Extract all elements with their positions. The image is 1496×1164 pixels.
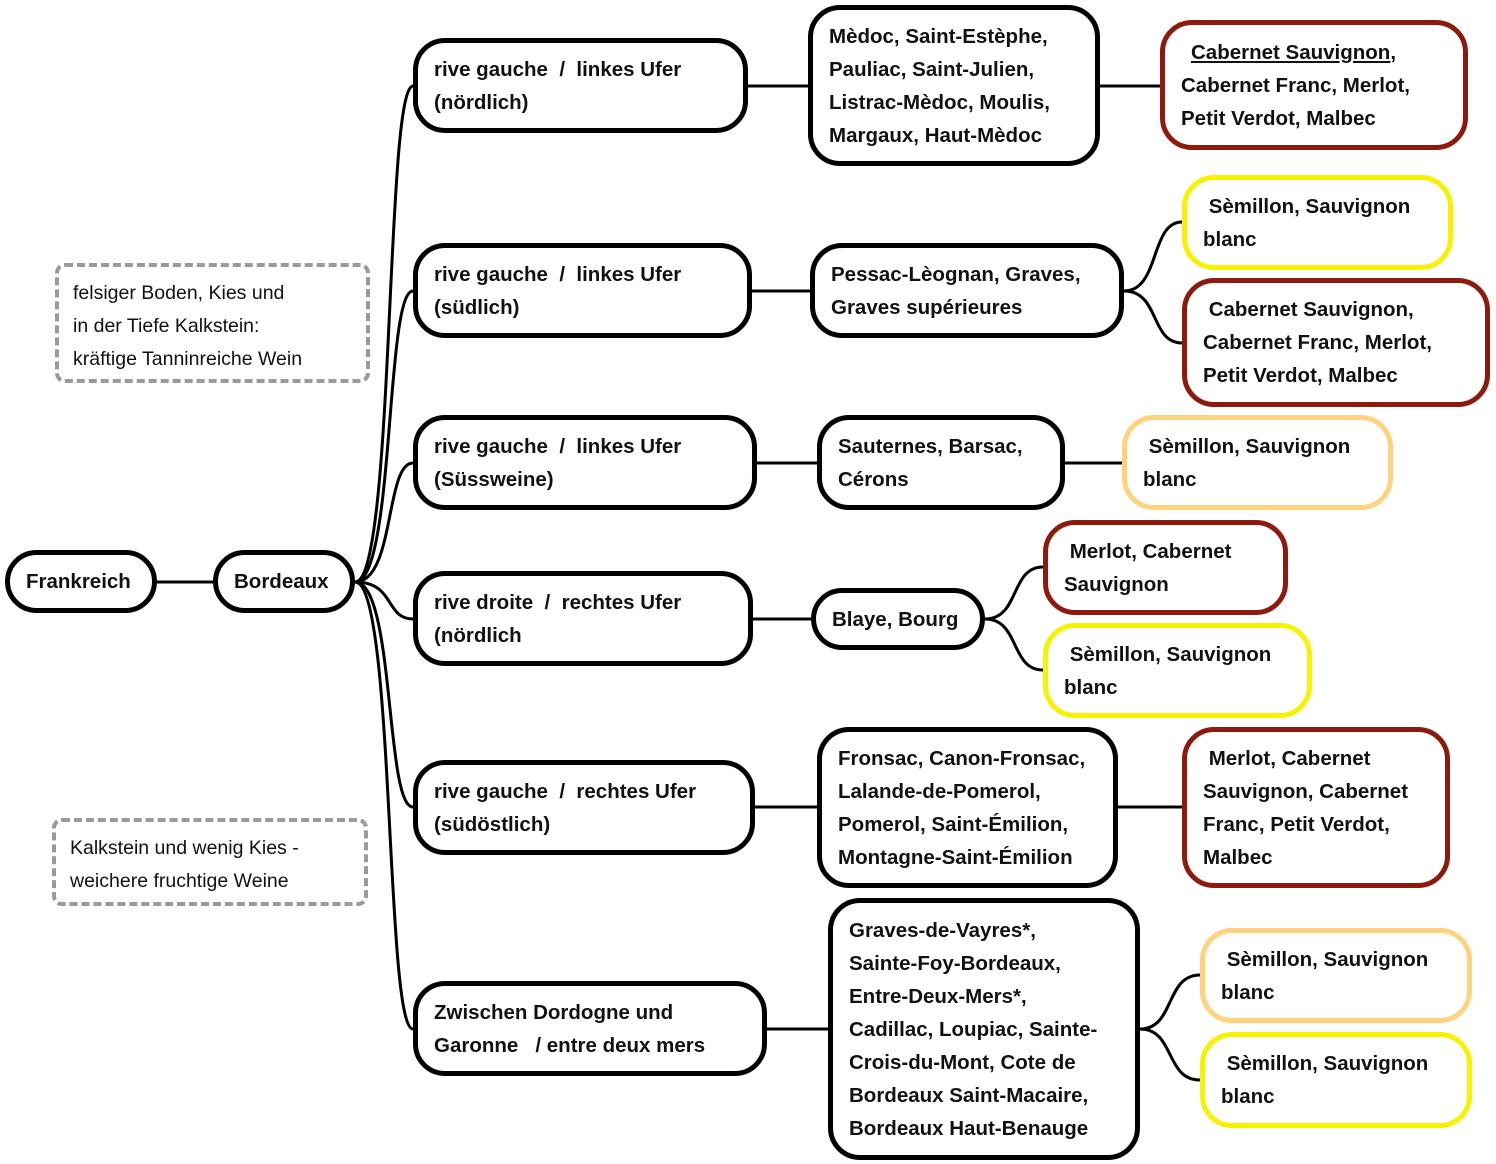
branch-left-bank-south[interactable]: rive gauche / linkes Ufer (südlich) xyxy=(413,243,752,338)
node-bordeaux[interactable]: Bordeaux xyxy=(213,550,355,613)
grapes-blaye-white[interactable]: Sèmillon, Sauvignon blanc xyxy=(1043,623,1312,718)
grapes-blaye-red[interactable]: Merlot, Cabernet Sauvignon xyxy=(1043,520,1288,615)
branch-right-bank-southeast[interactable]: rive gauche / rechtes Ufer (südöstlich) xyxy=(413,760,755,855)
note-right-bank-soil: Kalkstein und wenig Kies - weichere fruc… xyxy=(52,818,368,906)
grapes-entre-deux-mers-white[interactable]: Sèmillon, Sauvignon blanc xyxy=(1200,1032,1472,1128)
appellations-sauternes[interactable]: Sauternes, Barsac, Cérons xyxy=(817,415,1065,510)
appellations-graves[interactable]: Pessac-Lèognan, Graves, Graves supérieur… xyxy=(810,243,1124,338)
grapes-entre-deux-mers-sweet[interactable]: Sèmillon, Sauvignon blanc xyxy=(1200,928,1472,1023)
branch-left-bank-sweet[interactable]: rive gauche / linkes Ufer (Süssweine) xyxy=(413,415,757,510)
grapes-graves-red[interactable]: Cabernet Sauvignon, Cabernet Franc, Merl… xyxy=(1182,278,1490,407)
appellations-medoc[interactable]: Mèdoc, Saint-Estèphe, Pauliac, Saint-Jul… xyxy=(808,5,1100,166)
appellations-saint-emilion[interactable]: Fronsac, Canon-Fronsac, Lalande-de-Pomer… xyxy=(817,727,1118,888)
grapes-sauternes-sweet[interactable]: Sèmillon, Sauvignon blanc xyxy=(1122,415,1393,510)
grapes-graves-white[interactable]: Sèmillon, Sauvignon blanc xyxy=(1182,175,1453,270)
grape-list: , Cabernet Franc, Merlot, Petit Verdot, … xyxy=(1181,40,1410,130)
grape-highlight: Cabernet Sauvignon xyxy=(1191,40,1391,64)
branch-entre-deux-mers[interactable]: Zwischen Dordogne und Garonne / entre de… xyxy=(413,981,767,1076)
appellations-blaye-bourg[interactable]: Blaye, Bourg xyxy=(811,588,985,650)
branch-right-bank-north[interactable]: rive droite / rechtes Ufer (nördlich xyxy=(413,571,753,666)
grapes-medoc-red[interactable]: Cabernet Sauvignon, Cabernet Franc, Merl… xyxy=(1160,20,1468,150)
note-left-bank-soil: felsiger Boden, Kies und in der Tiefe Ka… xyxy=(55,263,370,383)
appellations-entre-deux-mers[interactable]: Graves-de-Vayres*, Sainte-Foy-Bordeaux, … xyxy=(828,898,1140,1160)
branch-left-bank-north[interactable]: rive gauche / linkes Ufer (nördlich) xyxy=(413,38,748,133)
node-frankreich[interactable]: Frankreich xyxy=(5,550,157,613)
grapes-saint-emilion-red[interactable]: Merlot, Cabernet Sauvignon, Cabernet Fra… xyxy=(1182,727,1450,888)
